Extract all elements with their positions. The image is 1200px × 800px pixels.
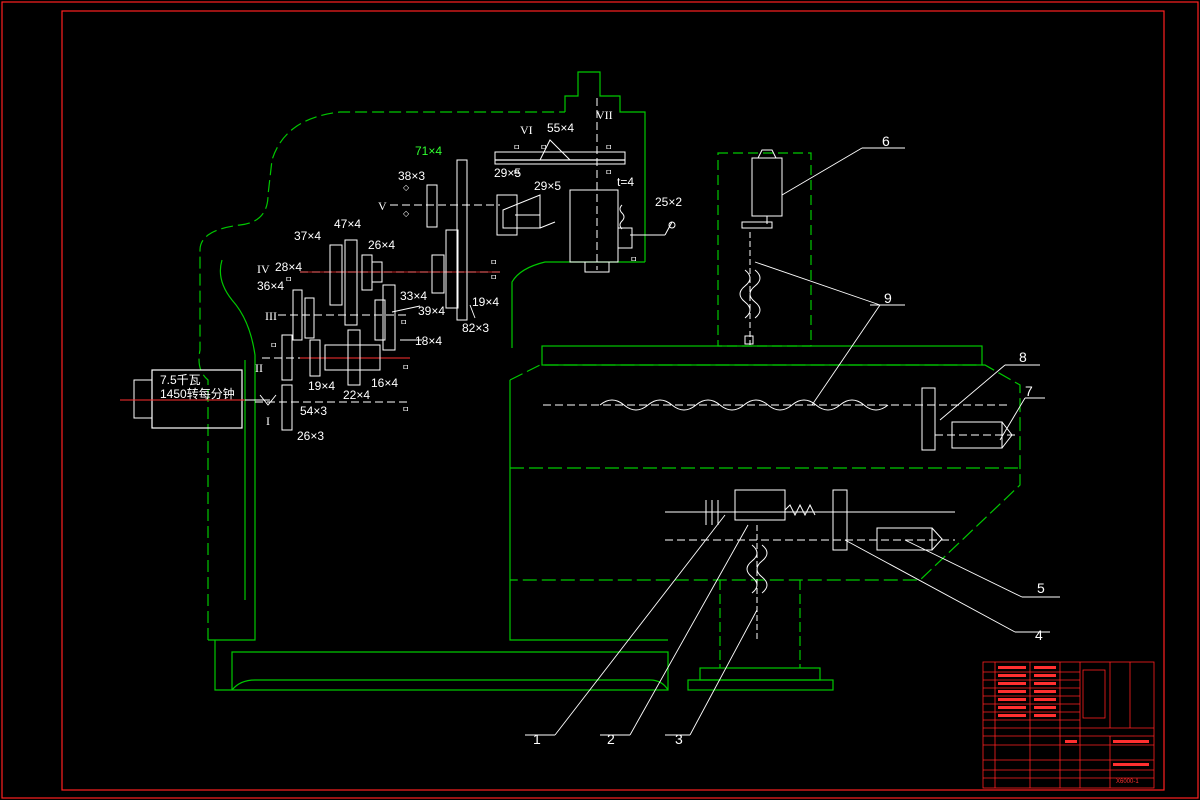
main-motor: 7.5千瓦 1450转每分钟 — [120, 369, 270, 429]
gear-29x5-label-a: 29×5 — [494, 166, 521, 180]
gear-47x4-label: 47×4 — [334, 217, 361, 231]
gear-22x4-label: 22×4 — [343, 388, 370, 402]
machine-housing — [198, 71, 1021, 691]
callout-2: 2 — [607, 731, 615, 747]
svg-text:ㅁ: ㅁ — [513, 168, 520, 177]
gear-18x4-label: 18×4 — [415, 334, 442, 348]
gear-labels: 71×4 38×3 47×4 37×4 26×4 28×4 36×4 33×4 … — [257, 121, 682, 443]
gear-36x4-label: 36×4 — [257, 279, 284, 293]
callout-9: 9 — [884, 290, 892, 306]
gear-26x3-label: 26×3 — [297, 429, 324, 443]
callout-3: 3 — [675, 731, 683, 747]
shaft-V-label: V — [378, 199, 387, 213]
knee-feed — [665, 489, 955, 640]
svg-text:ㅁ: ㅁ — [402, 405, 409, 414]
svg-text:ㅁ: ㅁ — [400, 318, 407, 327]
callout-8: 8 — [1019, 349, 1027, 365]
callout-6: 6 — [882, 133, 890, 149]
gear-82x3-label: 82×3 — [462, 321, 489, 335]
svg-text:ㅁ: ㅁ — [540, 143, 547, 152]
leader-lines — [391, 147, 1060, 736]
pitch-t4-label: t=4 — [617, 175, 634, 189]
gear-19x4-label-b: 19×4 — [472, 295, 499, 309]
callout-numbers: 1 2 3 4 5 6 7 8 9 — [533, 133, 1045, 747]
gear-19x4-label-a: 19×4 — [308, 379, 335, 393]
svg-text:◇: ◇ — [403, 209, 410, 218]
shaft-VI-label: VI — [520, 123, 533, 137]
gear-26x4-label: 26×4 — [368, 238, 395, 252]
shaft-labels: I II III IV V VI VII — [255, 108, 613, 428]
svg-text:ㅁ: ㅁ — [402, 363, 409, 372]
motor-speed-label: 1450转每分钟 — [160, 386, 235, 401]
callout-4: 4 — [1035, 627, 1043, 643]
gearbox — [245, 98, 676, 431]
callout-5: 5 — [1037, 580, 1045, 596]
svg-text:◇: ◇ — [403, 183, 410, 192]
table-leadscrew — [543, 387, 1018, 451]
svg-text:ㅁ: ㅁ — [630, 255, 637, 264]
title-block — [982, 661, 1155, 789]
shaft-III-label: III — [265, 309, 277, 323]
shaft-I-label: I — [266, 414, 270, 428]
gear-16x4-label: 16×4 — [371, 376, 398, 390]
gear-33x4-label: 33×4 — [400, 289, 427, 303]
gear-25x2-label: 25×2 — [655, 195, 682, 209]
gear-39x4-label: 39×4 — [418, 304, 445, 318]
svg-text:ㅁ: ㅁ — [513, 143, 520, 152]
gear-38x3-label: 38×3 — [398, 169, 425, 183]
shaft-IV-label: IV — [257, 262, 270, 276]
inner-frame — [61, 10, 1165, 791]
svg-text:ㅁ: ㅁ — [605, 143, 612, 152]
svg-text:ㅁ: ㅁ — [285, 275, 292, 284]
vertical-feed — [739, 149, 783, 345]
gear-55x4-label: 55×4 — [547, 121, 574, 135]
motor-power-label: 7.5千瓦 — [160, 373, 201, 387]
gear-54x3-label: 54×3 — [300, 404, 327, 418]
svg-text:ㅁ: ㅁ — [490, 258, 497, 267]
title-block-marks — [998, 666, 1149, 766]
gear-28x4-label: 28×4 — [275, 260, 302, 274]
svg-text:ㅁ: ㅁ — [270, 341, 277, 350]
gear-37x4-label: 37×4 — [294, 229, 321, 243]
svg-text:ㅁ: ㅁ — [490, 273, 497, 282]
svg-text:ㅁ: ㅁ — [605, 168, 612, 177]
drawing-number: X6000-1 — [1116, 779, 1139, 785]
shaft-VII-label: VII — [596, 108, 613, 122]
gear-71x4-label: 71×4 — [415, 144, 442, 158]
callout-7: 7 — [1025, 383, 1033, 399]
callout-1: 1 — [533, 731, 541, 747]
gear-29x5-label-b: 29×5 — [534, 179, 561, 193]
shaft-II-label: II — [255, 361, 263, 375]
